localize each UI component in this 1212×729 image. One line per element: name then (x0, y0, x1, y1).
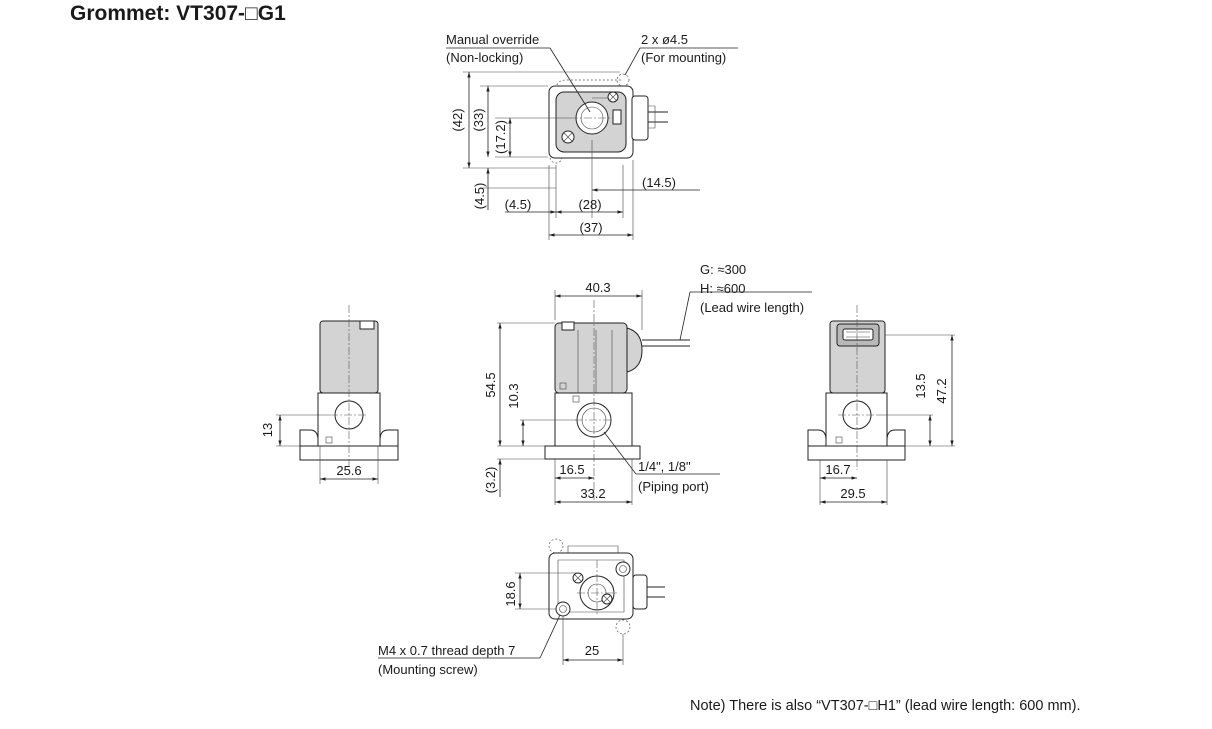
dimension-label: 33.2 (580, 486, 605, 501)
mounting-screw-icon (615, 561, 631, 577)
piping-port-label: 1/4", 1/8" (638, 459, 691, 474)
mounting-screw-icon (555, 601, 571, 617)
dimension-label: (42) (450, 108, 465, 131)
mounting-screw-sublabel: (Mounting screw) (378, 662, 478, 677)
dimension-label: 25.6 (336, 463, 361, 478)
left-view (276, 305, 399, 484)
dimension-label: (28) (578, 197, 601, 212)
lead-wire-g-label: G: ≈300 (700, 262, 746, 277)
dimension-label: 10.3 (506, 383, 521, 408)
dimension-label: (3.2) (483, 467, 498, 494)
manual-override-label: Manual override (446, 32, 539, 47)
dimension-label: (14.5) (642, 175, 676, 190)
right-view (807, 305, 955, 505)
dimension-label: 16.5 (559, 462, 584, 477)
mounting-screw-label: M4 x 0.7 thread depth 7 (378, 643, 515, 658)
dimension-label: 40.3 (585, 280, 610, 295)
mounting-holes-sublabel: (For mounting) (641, 50, 726, 65)
dimension-label: 29.5 (840, 486, 865, 501)
dimension-label: 54.5 (483, 372, 498, 397)
dimension-label: (4.5) (505, 197, 532, 212)
top-view (446, 47, 738, 240)
dimension-label: 25 (585, 643, 599, 658)
dimension-label: 18.6 (503, 581, 518, 606)
bottom-view (378, 538, 665, 665)
lead-wire-length-label: (Lead wire length) (700, 300, 804, 315)
dimension-label: (4.5) (472, 183, 487, 210)
dimension-label: (17.2) (493, 120, 508, 154)
dimension-label: (37) (579, 220, 602, 235)
dimension-label: (33) (471, 108, 486, 131)
grommet (632, 574, 648, 610)
dimension-label: 13 (260, 423, 275, 437)
manual-override-sublabel: (Non-locking) (446, 50, 523, 65)
mounting-holes-label: 2 x ø4.5 (641, 32, 688, 47)
footnote: Note) There is also “VT307-□H1” (lead wi… (690, 698, 1081, 714)
drawing-title: Grommet: VT307-□G1 (70, 2, 286, 25)
front-view (497, 290, 812, 505)
dimension-label: 13.5 (913, 373, 928, 398)
lead-wire-h-label: H: ≈600 (700, 281, 745, 296)
dimension-label: 47.2 (934, 378, 949, 403)
solenoid-housing (554, 322, 628, 394)
grommet (626, 327, 643, 373)
dimension-label: 16.7 (825, 462, 850, 477)
piping-port-sublabel: (Piping port) (638, 479, 709, 494)
grommet (631, 95, 649, 141)
